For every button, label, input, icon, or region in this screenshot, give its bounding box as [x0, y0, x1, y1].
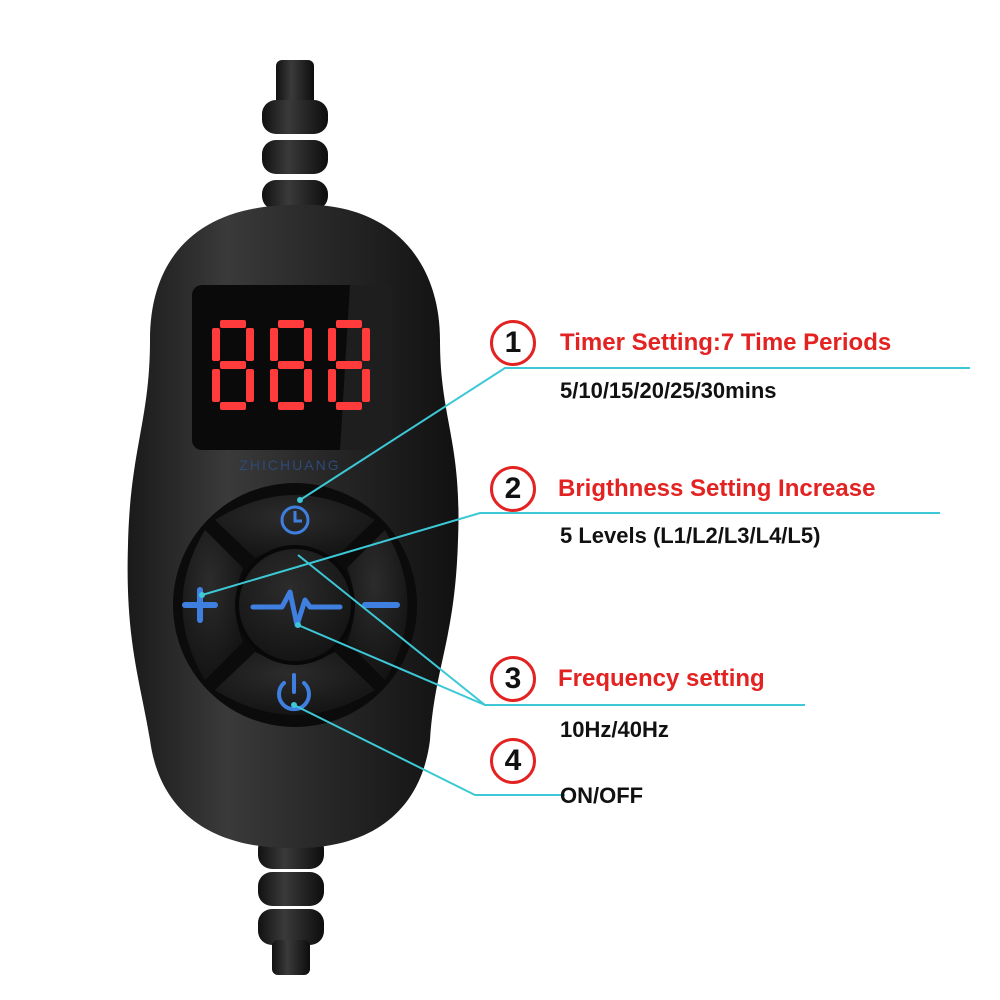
digit-segment [304, 369, 312, 402]
digit-segment [220, 320, 246, 328]
timer-button[interactable] [215, 495, 375, 558]
callout-4: 4 [490, 738, 536, 784]
digit-segment [212, 328, 220, 361]
digit-segment [362, 369, 370, 402]
callout-3-detail: 10Hz/40Hz [560, 717, 669, 742]
bottom-cable [258, 835, 324, 975]
digit-segment [336, 320, 362, 328]
callout-3-number: 3 [490, 656, 536, 702]
callout-4-title: ON/OFF [560, 783, 644, 808]
digit-segment [212, 369, 220, 402]
digit-segment [220, 361, 246, 369]
leader-lines [201, 367, 970, 796]
callout-1: 1 Timer Setting:7 Time Periods [490, 320, 891, 366]
callout-1-detail: 5/10/15/20/25/30mins [560, 378, 777, 403]
leader-line-1 [299, 367, 970, 501]
top-cable [262, 60, 328, 210]
callout-2-number: 2 [490, 466, 536, 512]
digit-segment [220, 402, 246, 410]
digit-segment [304, 328, 312, 361]
digit-segment [278, 320, 304, 328]
digit-segment [336, 402, 362, 410]
callout-1-number: 1 [490, 320, 536, 366]
power-icon [277, 673, 311, 712]
digit-segment [270, 328, 278, 361]
callout-2-title: Brigthness Setting Increase [558, 475, 876, 502]
digit-segment [278, 402, 304, 410]
callout-3: 3 Frequency setting [490, 656, 765, 702]
led-display [192, 285, 392, 450]
callout-2: 2 Brigthness Setting Increase [490, 466, 875, 512]
digit-segment [328, 369, 336, 402]
digit-segment [270, 369, 278, 402]
clock-icon [280, 505, 310, 535]
callout-3-title: Frequency setting [558, 665, 765, 692]
digit-segment [362, 328, 370, 361]
led-digits [212, 320, 370, 410]
callout-4-number: 4 [490, 738, 536, 784]
digit-segment [246, 328, 254, 361]
callout-2-detail: 5 Levels (L1/L2/L3/L4/L5) [560, 523, 821, 548]
brand-text: ZHICHUANG [239, 457, 340, 473]
leader-line-3b [297, 624, 486, 706]
digit-segment [246, 369, 254, 402]
leader-line-4 [293, 704, 565, 796]
leader-line-2 [201, 512, 940, 596]
digit-segment [336, 361, 362, 369]
digit-segment [328, 328, 336, 361]
callout-1-title: Timer Setting:7 Time Periods [560, 329, 892, 356]
digit-segment [278, 361, 304, 369]
